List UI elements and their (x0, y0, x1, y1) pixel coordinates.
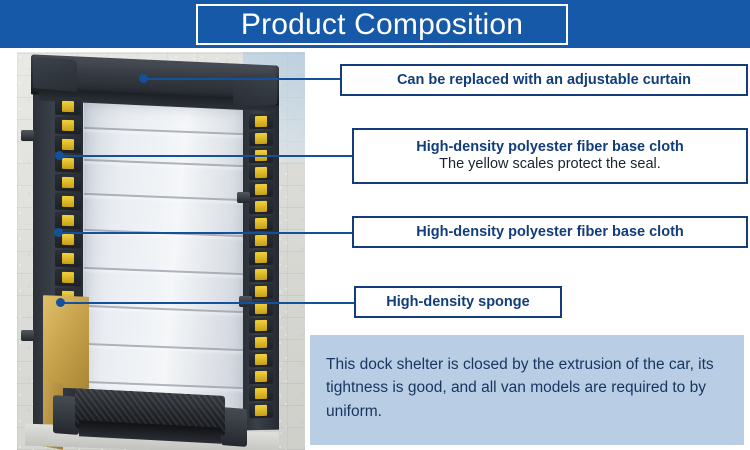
connector-line-4 (60, 302, 356, 304)
wall-bracket-icon (239, 296, 252, 307)
connector-line-3 (58, 232, 354, 234)
roll-up-door (81, 100, 247, 438)
connector-line-1 (143, 78, 342, 80)
callout-4-main: High-density sponge (386, 293, 530, 310)
callout-2-main: High-density polyester fiber base cloth (416, 138, 684, 155)
callout-base-cloth-lower[interactable]: High-density polyester fiber base cloth (352, 216, 748, 248)
callout-high-density-sponge[interactable]: High-density sponge (354, 286, 562, 318)
description-panel: This dock shelter is closed by the extru… (310, 335, 744, 445)
high-density-sponge-panel (43, 295, 89, 389)
callout-adjustable-curtain[interactable]: Can be replaced with an adjustable curta… (340, 64, 748, 96)
callout-1-main: Can be replaced with an adjustable curta… (396, 71, 692, 88)
description-text: This dock shelter is closed by the extru… (326, 356, 714, 420)
title-frame: Product Composition (196, 4, 568, 45)
title-bar: Product Composition (0, 0, 750, 48)
wall-bracket-icon (21, 330, 34, 341)
connector-dot-4 (56, 298, 65, 307)
wall-bracket-icon (21, 130, 34, 141)
connector-dot-1 (139, 74, 148, 83)
page-title: Product Composition (240, 7, 524, 41)
connector-dot-2 (55, 151, 64, 160)
dock-shelter-photo (17, 52, 305, 450)
left-head-cap (33, 56, 77, 92)
right-yellow-scales (249, 113, 273, 419)
connector-dot-3 (54, 228, 63, 237)
callout-3-main: High-density polyester fiber base cloth (416, 223, 684, 240)
left-yellow-scales (55, 97, 81, 306)
connector-line-2 (59, 155, 354, 157)
callout-base-cloth-upper[interactable]: High-density polyester fiber base cloth … (352, 128, 748, 184)
wall-bracket-icon (237, 192, 250, 203)
callout-2-sub: The yellow scales protect the seal. (439, 155, 661, 172)
